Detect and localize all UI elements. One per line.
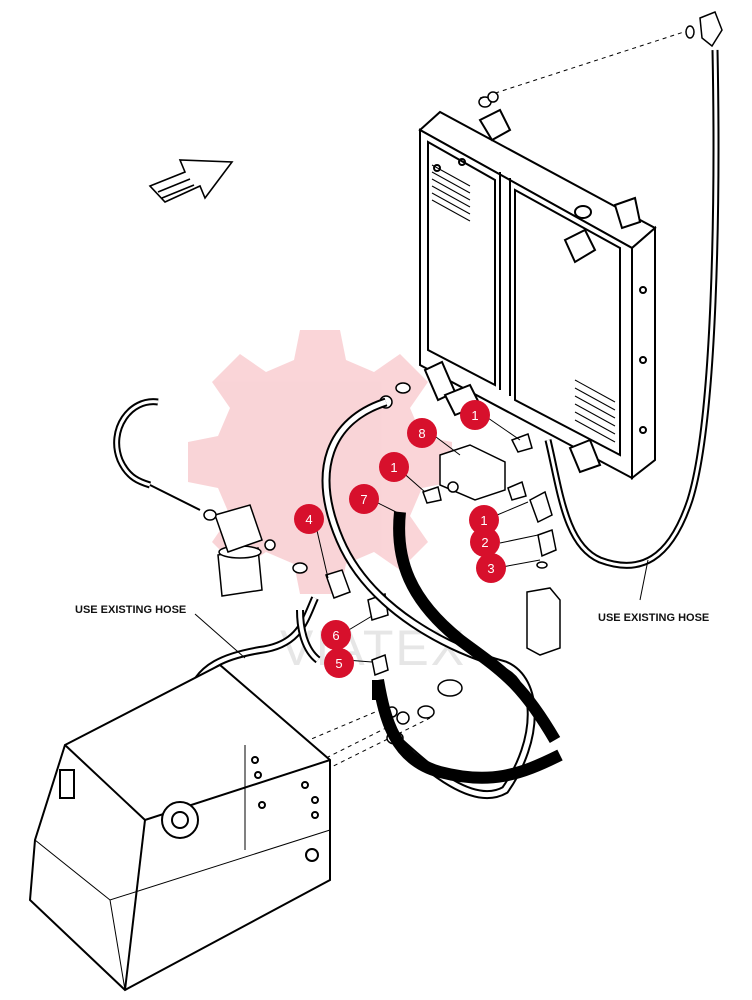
svg-text:1: 1 [471,408,478,423]
callout-1-top: 1 [460,400,490,430]
note-use-existing-hose-right: USE EXISTING HOSE [598,612,709,624]
svg-text:2: 2 [481,535,488,550]
callout-2: 2 [470,527,500,557]
callout-3: 3 [476,553,506,583]
callout-7: 7 [349,484,379,514]
svg-text:7: 7 [360,492,367,507]
svg-text:1: 1 [390,460,397,475]
callout-1-middle: 1 [379,452,409,482]
svg-text:6: 6 [332,628,339,643]
callout-6: 6 [321,620,351,650]
svg-text:8: 8 [418,426,425,441]
fittings [176,11,723,764]
note-use-existing-hose-left: USE EXISTING HOSE [75,604,186,616]
callout-8: 8 [407,418,437,448]
front-direction-arrow [148,159,234,203]
callout-5: 5 [324,648,354,678]
hydraulic-tank [28,663,331,992]
svg-text:5: 5 [335,656,342,671]
svg-text:4: 4 [305,512,312,527]
hoses [113,49,720,800]
callout-4: 4 [294,504,324,534]
oil-cooler [418,108,657,481]
svg-text:1: 1 [480,513,487,528]
svg-text:3: 3 [487,561,494,576]
callout-1-right: 1 [469,505,499,535]
